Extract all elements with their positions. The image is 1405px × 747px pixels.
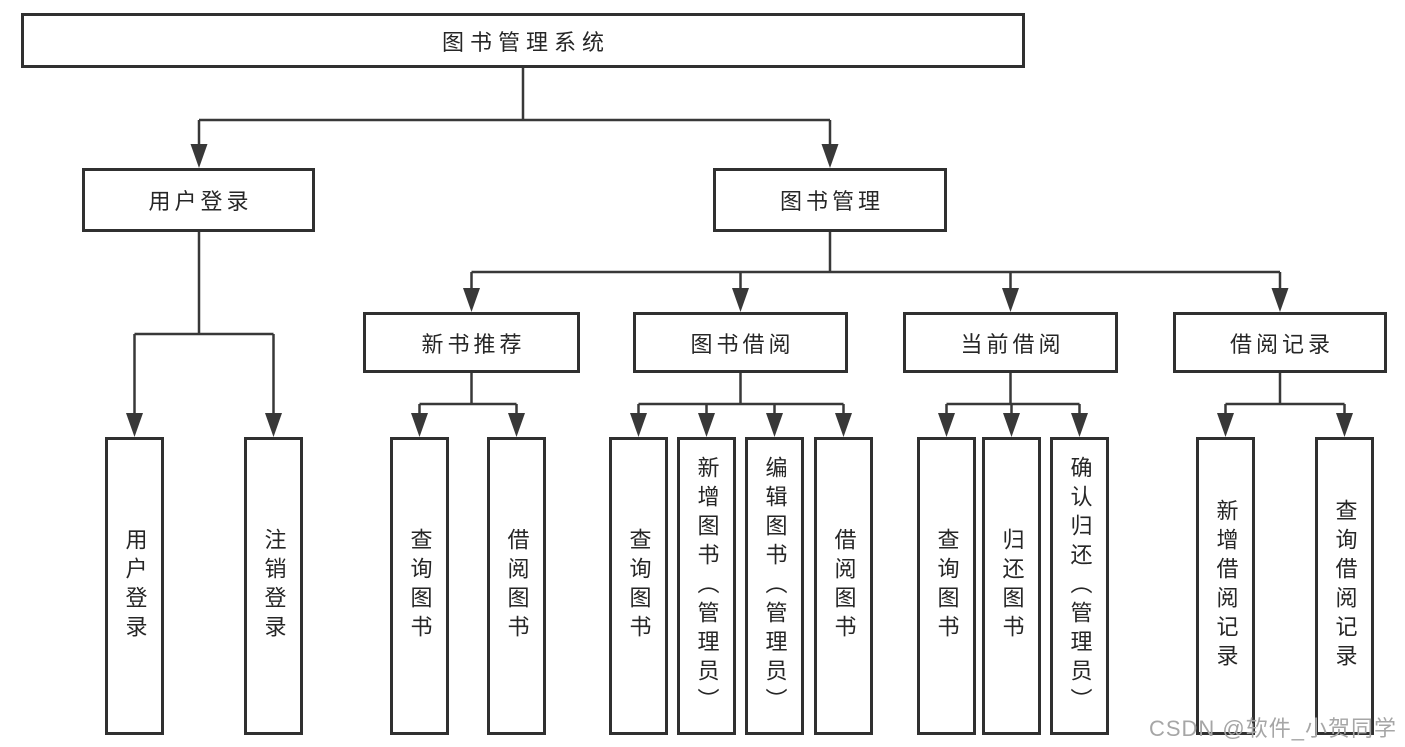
arrow-down-icon	[698, 413, 715, 437]
arrow-down-icon	[1336, 413, 1353, 437]
node-user-login: 用户登录	[82, 168, 315, 232]
arrow-down-icon	[126, 413, 143, 437]
connector-userlogin-to-leaves	[126, 232, 282, 437]
node-label: 当前借阅	[960, 331, 1065, 357]
arrow-down-icon	[1071, 413, 1088, 437]
node-current-borrowing: 当前借阅	[903, 312, 1118, 373]
leaf-confirm-return-admin: 确认归还（管理员）	[1050, 437, 1109, 735]
node-label: 新增借阅记录	[1213, 499, 1239, 673]
node-label: 用户登录	[122, 528, 148, 644]
node-new-book-recommendation: 新书推荐	[363, 312, 580, 373]
arrow-down-icon	[1003, 413, 1020, 437]
arrow-down-icon	[732, 288, 749, 312]
arrow-down-icon	[190, 144, 208, 168]
node-label: 查询图书	[407, 528, 433, 644]
node-label: 确认归还（管理员）	[1067, 455, 1093, 717]
node-label: 新增图书（管理员）	[694, 455, 720, 717]
leaf-query-books-current: 查询图书	[917, 437, 976, 735]
connector-root-to-level2	[190, 68, 839, 168]
node-label: 新书推荐	[421, 331, 526, 357]
arrow-down-icon	[835, 413, 852, 437]
node-book-borrowing: 图书借阅	[633, 312, 848, 373]
arrow-down-icon	[1271, 288, 1289, 312]
leaf-return-book: 归还图书	[982, 437, 1041, 735]
connector-bookborrow-to-leaves	[630, 373, 852, 437]
node-label: 查询图书	[934, 528, 960, 644]
leaf-edit-book-admin: 编辑图书（管理员）	[745, 437, 804, 735]
arrow-down-icon	[1217, 413, 1234, 437]
arrow-down-icon	[411, 413, 428, 437]
node-library-management-system: 图书管理系统	[21, 13, 1025, 68]
node-label: 查询借阅记录	[1332, 499, 1358, 673]
node-label: 查询图书	[626, 528, 652, 644]
connector-currentborrow-to-leaves	[938, 373, 1088, 437]
arrow-down-icon	[630, 413, 647, 437]
leaf-query-books-recommend: 查询图书	[390, 437, 449, 735]
arrow-down-icon	[766, 413, 783, 437]
arrow-down-icon	[463, 288, 480, 312]
leaf-borrow-books-recommend: 借阅图书	[487, 437, 546, 735]
leaf-add-book-admin: 新增图书（管理员）	[677, 437, 736, 735]
leaf-borrow-books: 借阅图书	[814, 437, 873, 735]
node-label: 用户登录	[148, 189, 253, 214]
node-label: 图书管理系统	[441, 29, 610, 55]
node-label: 注销登录	[261, 528, 287, 644]
connector-newbook-to-leaves	[411, 373, 525, 437]
arrow-down-icon	[508, 413, 525, 437]
arrow-down-icon	[821, 144, 839, 168]
node-label: 借阅图书	[504, 528, 530, 644]
leaf-query-books-borrowing: 查询图书	[609, 437, 668, 735]
arrow-down-icon	[265, 413, 282, 437]
node-label: 图书借阅	[690, 331, 795, 357]
arrow-down-icon	[938, 413, 955, 437]
leaf-query-borrow-record: 查询借阅记录	[1315, 437, 1374, 735]
leaf-add-borrow-record: 新增借阅记录	[1196, 437, 1255, 735]
node-borrowing-records: 借阅记录	[1173, 312, 1387, 373]
csdn-watermark: CSDN @软件_小贺同学	[1148, 716, 1397, 741]
node-label: 编辑图书（管理员）	[762, 455, 788, 717]
node-label: 归还图书	[999, 528, 1025, 644]
node-label: 借阅图书	[831, 528, 857, 644]
leaf-logout: 注销登录	[244, 437, 303, 735]
leaf-user-login: 用户登录	[105, 437, 164, 735]
node-label: 图书管理	[779, 189, 884, 214]
node-book-management: 图书管理	[713, 168, 947, 232]
connector-bookmgmt-to-level3	[463, 232, 1289, 312]
connector-borrowrecords-to-leaves	[1217, 373, 1353, 437]
arrow-down-icon	[1002, 288, 1019, 312]
node-label: 借阅记录	[1229, 331, 1334, 357]
